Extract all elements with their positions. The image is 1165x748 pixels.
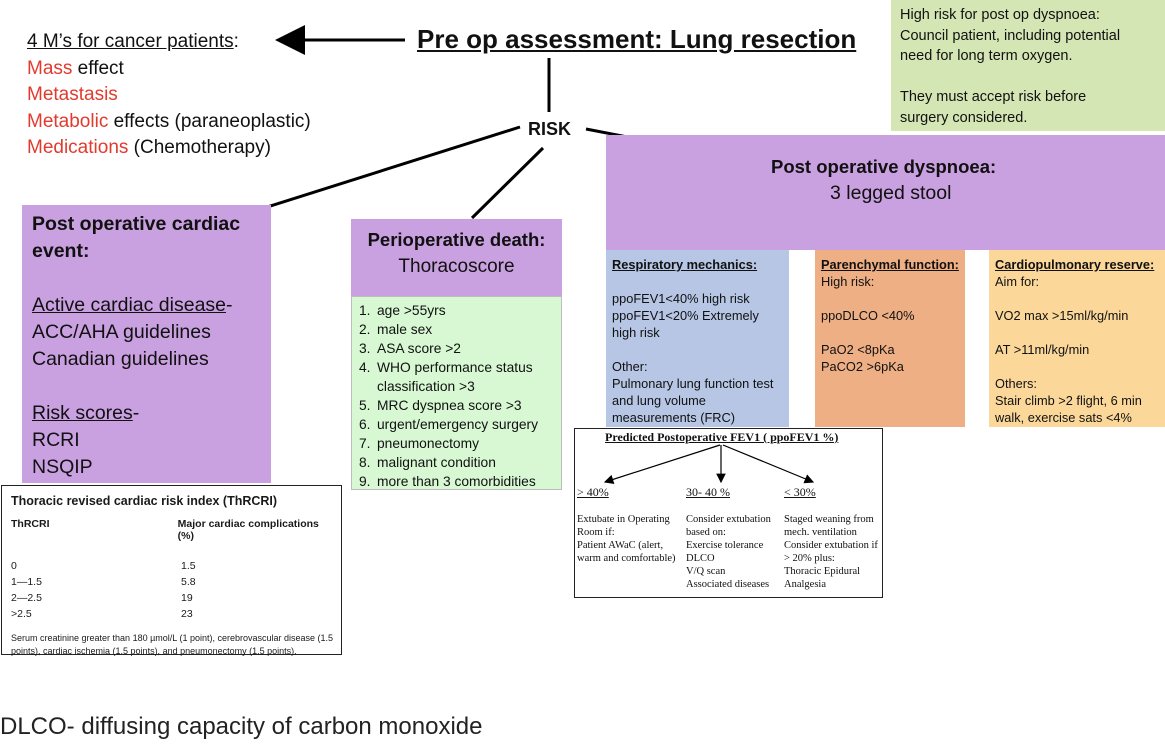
thrcri-footnote: Serum creatinine greater than 180 µmol/L… [11, 633, 334, 656]
cardiopulm-line: VO2 max >15ml/kg/min [995, 308, 1129, 323]
cardiac-title-line1: Post operative cardiac [32, 213, 241, 235]
list-item: 3.ASA score >2 [359, 341, 461, 356]
high-risk-note: High risk for post op dyspnoea: Council … [891, 0, 1165, 131]
thrcri-table: Thoracic revised cardiac risk index (ThR… [1, 485, 342, 656]
four-ms-heading-row: 4 M’s for cancer patients: [27, 29, 311, 56]
four-ms-item: Mass effect [27, 56, 311, 83]
parenchymal-line: PaCO2 >6pKa [821, 359, 904, 374]
perioperative-title: Perioperative death: [367, 229, 546, 250]
four-ms-list: 4 M’s for cancer patients: Mass effect M… [27, 29, 311, 162]
four-ms-item-rest: effect [72, 57, 124, 79]
risk-to-cardiac-line [244, 125, 521, 216]
risk-scores-label: Risk scores [32, 402, 133, 424]
four-ms-item-key: Mass [27, 57, 73, 79]
four-ms-item: Metabolic effects (paraneoplastic) [27, 109, 311, 136]
respiratory-mechanics-box: Respiratory mechanics: ppoFEV1<40% high … [606, 250, 789, 427]
list-item: 1.age >55yrs [359, 303, 446, 318]
resp-mech-line: ppoFEV1<40% high risk [612, 291, 750, 306]
perioperative-subtitle: Thoracoscore [398, 256, 515, 277]
ppofev1-col-head: 30- 40 % [686, 485, 730, 499]
thoracoscore-list: 1.age >55yrs 2.male sex 3.ASA score >2 4… [359, 301, 557, 491]
page-title: Pre op assessment: Lung resection [417, 24, 857, 54]
risk-label: RISK [528, 119, 572, 139]
cardiopulm-heading: Cardiopulmonary reserve: [995, 257, 1155, 272]
four-ms-item-key: Metastasis [27, 84, 118, 105]
dyspnoea-box: Post operative dyspnoea: 3 legged stool [606, 135, 1165, 250]
four-ms-item-rest: effects (paraneoplastic) [108, 110, 311, 132]
thrcri-title: Thoracic revised cardiac risk index (ThR… [11, 494, 278, 508]
active-disease-heading: Active cardiac disease- [32, 292, 271, 319]
cardiopulm-aim: Aim for: [995, 274, 1040, 289]
cardiopulm-others-text: Stair climb >2 flight, 6 min walk, exerc… [995, 393, 1142, 425]
guideline-item: ACC/AHA guidelines [32, 321, 211, 343]
parenchymal-line: PaO2 <8pKa [821, 342, 895, 357]
note-line: need for long term oxygen. [900, 48, 1073, 64]
note-line: surgery considered. [900, 109, 1028, 126]
dyspnoea-title: Post operative dyspnoea: [771, 156, 997, 177]
cardiopulmonary-reserve-box: Cardiopulmonary reserve: Aim for: VO2 ma… [989, 250, 1165, 427]
guideline-item: Canadian guidelines [32, 348, 209, 370]
active-disease-dash: - [226, 294, 233, 316]
ppofev1-arrows [603, 444, 815, 484]
list-item: 9.more than 3 comorbidities [359, 474, 536, 489]
list-item: 8.malignant condition [359, 455, 496, 470]
cardiac-event-box: Post operative cardiac event: Active car… [22, 205, 271, 483]
cardiac-title-line2: event: [32, 240, 90, 262]
thrcri-header-row: ThRCRI Major cardiac complications (%) [11, 518, 335, 542]
thoracoscore-list-box: 1.age >55yrs 2.male sex 3.ASA score >2 4… [351, 296, 562, 490]
cardiopulm-others-label: Others: [995, 376, 1037, 391]
active-disease-label: Active cardiac disease [32, 294, 227, 316]
list-item: 4.WHO performance status classification … [359, 360, 533, 394]
resp-mech-other-text: Pulmonary lung function test and lung vo… [612, 376, 774, 425]
risk-score-item: NSQIP [32, 456, 93, 478]
ppofev1-col-head: > 40% [577, 485, 609, 499]
ppofev1-col: < 30% Staged weaning from mech. ventilat… [784, 486, 884, 591]
risk-scores-dash: - [132, 402, 140, 424]
resp-mech-line: ppoFEV1<20% Extremely high risk [612, 308, 759, 340]
thrcri-col-header: Major cardiac complications (%) [177, 518, 319, 542]
ppofev1-title: Predicted Postoperative FEV1 ( ppoFEV1 %… [605, 430, 839, 444]
dyspnoea-subtitle: 3 legged stool [830, 182, 952, 204]
cardiac-title: Post operative cardiac event: [32, 211, 271, 265]
ppofev1-col: > 40% Extubate in Operating Room if: Pat… [577, 486, 683, 565]
four-ms-item: Metastasis [27, 82, 311, 109]
list-item: 5.MRC dyspnea score >3 [359, 398, 522, 413]
four-ms-item-key: Metabolic [27, 110, 109, 132]
risk-scores-heading: Risk scores- [32, 400, 271, 427]
cardiopulm-line: AT >11ml/kg/min [995, 342, 1090, 357]
risk-score-item: RCRI [32, 429, 80, 451]
note-line: They must accept risk before [900, 89, 1087, 105]
note-line: Council patient, including potential [900, 27, 1121, 44]
ppofev1-col-head: < 30% [784, 485, 816, 499]
resp-mech-other-label: Other: [612, 359, 648, 374]
resp-mech-heading: Respiratory mechanics: [612, 257, 758, 272]
risk-to-perioperative-line [470, 146, 545, 220]
perioperative-death-box: Perioperative death: Thoracoscore [351, 219, 562, 296]
parenchymal-function-box: Parenchymal function: High risk: ppoDLCO… [815, 250, 965, 427]
four-ms-item-rest: (Chemotherapy) [128, 137, 271, 158]
note-line: High risk for post op dyspnoea: [900, 7, 1100, 23]
thrcri-col-header: ThRCRI [11, 518, 50, 530]
four-ms-heading: 4 M’s for cancer patients [27, 31, 234, 52]
list-item: 2.male sex [359, 322, 433, 337]
parenchymal-heading: Parenchymal function: [821, 257, 959, 272]
footer-definition: DLCO- diffusing capacity of carbon monox… [0, 713, 483, 740]
parenchymal-line: ppoDLCO <40% [821, 308, 915, 323]
four-ms-item: Medications (Chemotherapy) [27, 135, 311, 162]
parenchymal-high-risk: High risk: [821, 274, 875, 289]
ppofev1-flowchart: Predicted Postoperative FEV1 ( ppoFEV1 %… [574, 428, 883, 598]
list-item: 6.urgent/emergency surgery [359, 417, 539, 432]
four-ms-colon: : [233, 31, 239, 52]
list-item: 7.pneumonectomy [359, 436, 480, 451]
four-ms-item-key: Medications [27, 137, 129, 158]
ppofev1-col: 30- 40 % Consider extubation based on: E… [686, 486, 784, 591]
